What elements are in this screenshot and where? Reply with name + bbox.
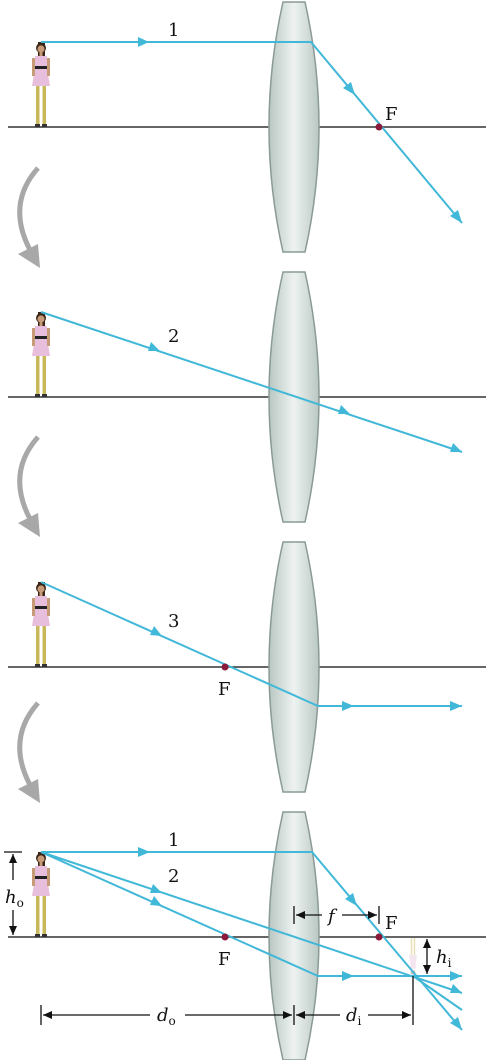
focal-point — [221, 933, 229, 941]
ray-arrowhead — [150, 626, 162, 636]
ray-arrowhead — [342, 701, 354, 711]
ray-extension — [412, 975, 463, 1011]
focal-length-label: f — [326, 906, 338, 927]
ray-3 — [40, 581, 462, 707]
person-object-icon — [32, 582, 50, 667]
panel-2: 2 — [8, 271, 486, 523]
object-height-dimension — [4, 851, 22, 935]
image-distance-label: di — [346, 1005, 362, 1028]
person-object-icon — [32, 312, 50, 397]
ray-arrowhead — [342, 971, 354, 981]
focal-label: F — [385, 913, 398, 934]
image-height-dimension — [423, 939, 431, 974]
ray-arrowhead — [138, 37, 149, 47]
object-height-label: ho — [5, 887, 24, 910]
ray-arrowhead — [450, 701, 462, 711]
ray-1 — [41, 41, 463, 224]
focal-label: F — [385, 104, 398, 125]
curved-step-arrow-icon — [17, 435, 40, 537]
ray-label: 1 — [168, 830, 179, 851]
ray-label: 2 — [168, 326, 179, 347]
ray-label: 2 — [168, 866, 179, 887]
ray-arrowhead — [138, 847, 150, 857]
focal-point — [375, 123, 383, 131]
panel-1: 1 F — [8, 1, 486, 253]
curved-step-arrow-icon — [17, 701, 40, 803]
ray-arrowhead — [450, 443, 462, 452]
ray-label: 1 — [168, 20, 179, 41]
ray-arrowhead — [343, 82, 355, 95]
converging-lens — [268, 541, 320, 793]
ray-arrowhead — [150, 896, 162, 906]
ray-arrowhead — [450, 1017, 462, 1030]
focal-point — [375, 933, 383, 941]
focal-length-dimension — [293, 906, 380, 924]
ray-arrowhead — [450, 984, 462, 993]
distance-dimensions — [40, 976, 414, 1025]
focal-point — [221, 663, 229, 671]
person-object-icon — [32, 42, 50, 127]
object-distance-label: do — [157, 1005, 176, 1028]
focal-label: F — [218, 679, 231, 700]
panel-4: 1 2 F F f ho hi — [4, 811, 486, 1060]
ray-arrowhead — [345, 893, 357, 906]
focal-label: F — [218, 949, 231, 970]
ray-2 — [40, 311, 463, 453]
ray-3 — [40, 851, 462, 977]
ray-arrowhead — [450, 971, 462, 981]
ray-arrowhead — [338, 405, 350, 414]
converging-lens — [268, 1, 320, 253]
person-object-icon — [32, 852, 50, 937]
ray-2 — [40, 851, 463, 994]
ray-label: 3 — [168, 611, 179, 632]
ray-arrowhead — [150, 884, 162, 893]
panel-3: 3 F — [8, 541, 486, 793]
ray-arrowhead — [148, 342, 160, 351]
image-height-label: hi — [436, 947, 452, 970]
ray-arrowhead — [450, 210, 462, 223]
inverted-image-icon — [408, 938, 418, 975]
curved-step-arrow-icon — [17, 166, 40, 268]
ray-1 — [41, 851, 463, 1031]
